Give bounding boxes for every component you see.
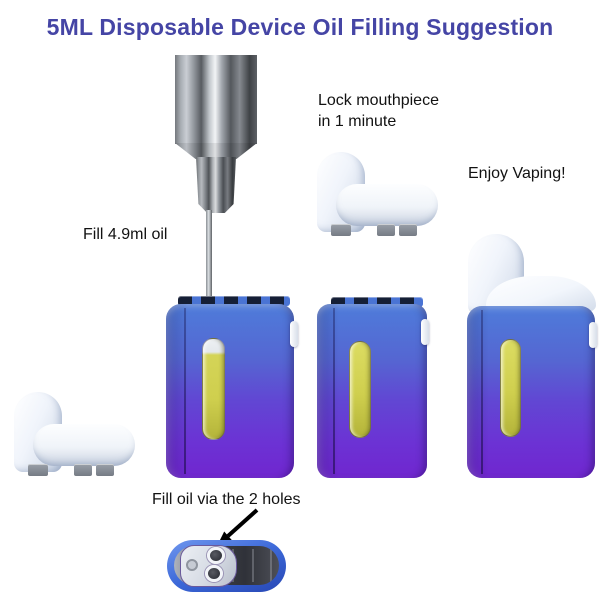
syringe-needle — [206, 210, 212, 306]
lock-mouthpiece-label: Lock mouthpiece in 1 minute — [318, 90, 439, 132]
device1-top-vents — [178, 296, 290, 306]
device3-side-face — [467, 306, 489, 478]
fill-hole-top — [207, 547, 225, 564]
device1-seam — [184, 308, 186, 474]
base-emblem-circle — [186, 559, 198, 571]
mouthpiece-cap — [33, 424, 135, 466]
device2-body — [317, 304, 427, 478]
mouthpiece-cap — [336, 184, 438, 226]
mouthpiece-detached-middle — [315, 148, 445, 242]
device1-oil-window — [202, 338, 225, 440]
syringe-shoulder — [175, 143, 257, 159]
fill-hole-bottom — [205, 565, 223, 582]
device3-oil-window — [500, 339, 521, 437]
device3-body — [467, 306, 595, 478]
mouthpiece-connector-tab — [331, 224, 351, 236]
device2-side-face — [317, 304, 339, 478]
device1-body — [166, 304, 294, 478]
device2-side-button — [421, 319, 429, 345]
mouthpiece-connector-tab — [399, 224, 417, 236]
device2-oil-window — [349, 341, 371, 438]
device3-seam — [481, 310, 483, 474]
device2-seam — [333, 308, 335, 474]
enjoy-vaping-label: Enjoy Vaping! — [468, 165, 566, 182]
page-title: 5ML Disposable Device Oil Filling Sugges… — [46, 14, 554, 40]
syringe-neck — [196, 157, 236, 213]
mouthpiece-detached-left — [12, 388, 142, 482]
device1-side-button — [290, 321, 298, 347]
device1-side-face — [166, 304, 188, 478]
base-panel-line — [270, 549, 272, 582]
device3-side-button — [589, 322, 597, 348]
mouthpiece-connector-tab — [74, 464, 92, 476]
fill-oil-label: Fill 4.9ml oil — [83, 226, 168, 243]
mouthpiece-connector-tab — [377, 224, 395, 236]
mouthpiece-connector-tab — [96, 464, 114, 476]
syringe-barrel — [175, 55, 257, 144]
device2-top-vents — [331, 297, 423, 307]
lock-mouthpiece-label-line2: in 1 minute — [318, 113, 397, 130]
lock-mouthpiece-label-line1: Lock mouthpiece — [318, 92, 439, 109]
mouthpiece-connector-tab — [28, 464, 48, 476]
base-panel-line — [252, 549, 254, 582]
fill-holes-label: Fill oil via the 2 holes — [152, 491, 301, 508]
device-base-view — [167, 540, 286, 592]
